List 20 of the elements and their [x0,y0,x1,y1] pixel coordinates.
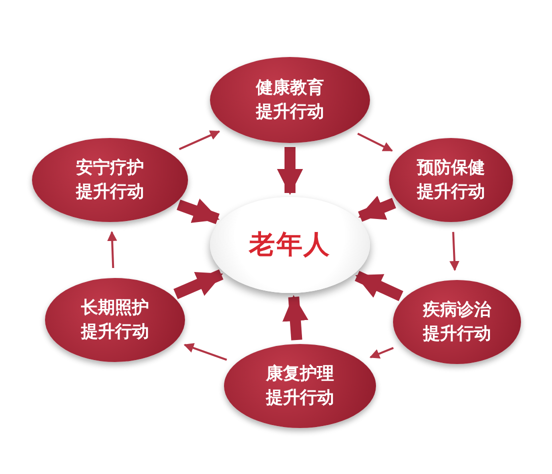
thick-arrow [277,147,303,195]
thick-arrow [173,269,224,300]
arrow [107,230,118,268]
thick-arrow [176,198,220,224]
node-label: 康复护理提升行动 [265,363,335,410]
node-label: 健康教育提升行动 [255,77,325,124]
thick-arrow [354,270,404,302]
node-label: 疾病诊治提升行动 [422,299,492,346]
arrow [184,343,228,361]
arrow [370,347,394,359]
node-label: 老年人 [249,228,331,262]
node-label: 安宁疗护提升行动 [75,157,145,204]
thick-arrow [358,196,396,222]
thick-arrow [282,294,308,340]
arrow [449,232,460,272]
arrow [178,130,220,150]
arrow [357,132,393,152]
node-label: 长期照护提升行动 [80,297,150,344]
center-ellipse [210,197,370,293]
node-label: 预防保健提升行动 [416,157,486,204]
